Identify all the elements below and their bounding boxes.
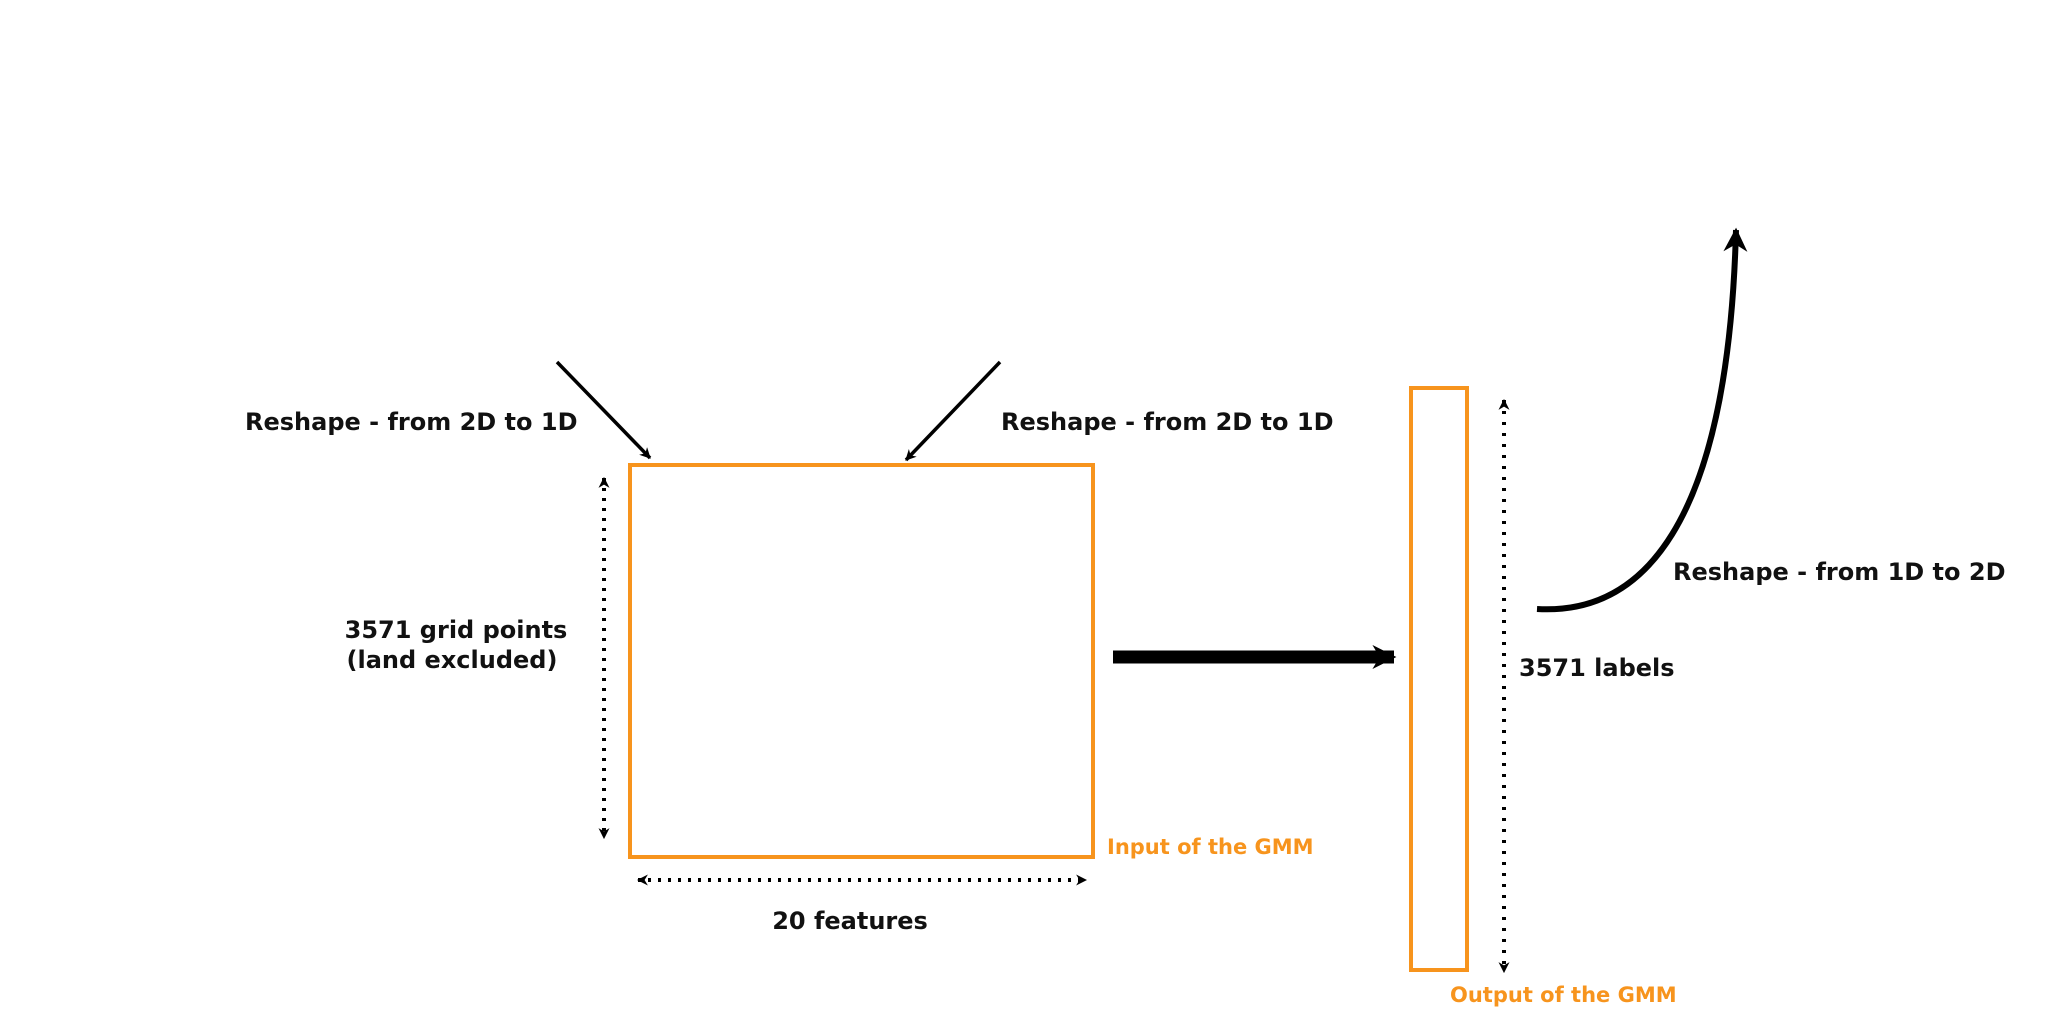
features-label: 20 features <box>772 907 928 935</box>
reshape-arrow-zonal <box>555 360 652 460</box>
rows-label-line1: 3571 grid points <box>345 616 568 644</box>
labels-count: 3571 labels <box>1519 654 1675 682</box>
reshape-curve-arrow <box>1536 227 1748 613</box>
output-vector-box <box>1409 386 1469 972</box>
input-matrix-box <box>628 463 1095 859</box>
reshape-label-1d-to-2d: Reshape - from 1D to 2D <box>1673 558 2006 586</box>
reshape-label-meridional: Reshape - from 2D to 1D <box>1001 408 1334 436</box>
reshape-arrow-meridional <box>904 360 1002 462</box>
rows-label-line2: (land excluded) <box>347 646 558 674</box>
output-caption: Output of the GMM <box>1450 983 1677 1007</box>
input-caption: Input of the GMM <box>1107 835 1314 859</box>
reshape-label-zonal: Reshape - from 2D to 1D <box>245 408 578 436</box>
